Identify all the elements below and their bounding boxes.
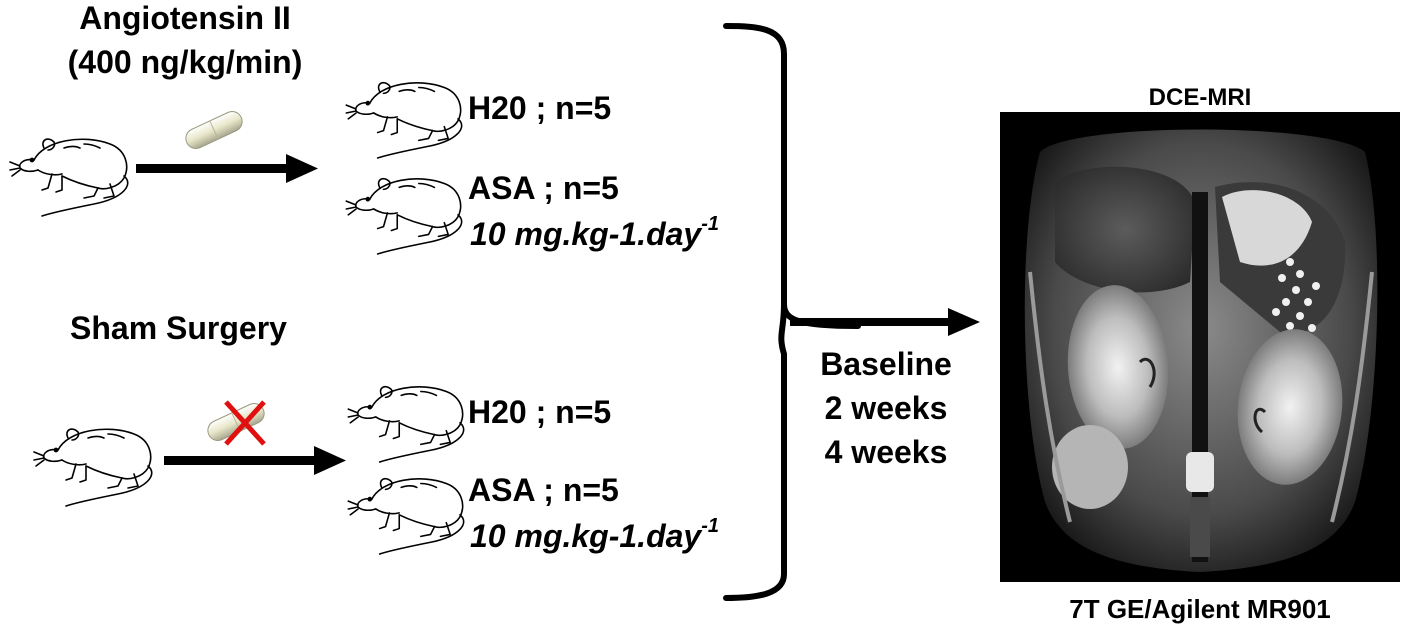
group-2-arm-2-label: ASA ; n=5 xyxy=(468,472,619,508)
group-2-title-line1: Sham Surgery xyxy=(70,310,287,346)
timepoint-2-weeks: 2 weeks xyxy=(824,390,948,426)
cross-icon xyxy=(224,400,266,446)
dose-exponent: -1 xyxy=(701,515,719,537)
rat-icon xyxy=(345,177,463,255)
group-2-arm-1-label: H20 ; n=5 xyxy=(468,394,612,430)
dose-text: 10 mg.kg-1.day xyxy=(470,216,702,252)
capsule-icon xyxy=(185,111,243,149)
mri-title: DCE-MRI xyxy=(1148,84,1252,111)
rat-icon xyxy=(345,81,463,159)
group-1-arrow xyxy=(136,154,318,183)
timepoints-list: Baseline 2 weeks 4 weeks xyxy=(796,348,976,468)
dose-text: 10 mg.kg-1.day xyxy=(470,518,702,554)
group-2-arrow xyxy=(164,446,346,475)
rat-icon xyxy=(347,385,465,463)
group-1-arm-1-label: H20 ; n=5 xyxy=(468,90,612,126)
timepoint-baseline: Baseline xyxy=(820,346,952,382)
group-1-arm-2-label: ASA ; n=5 xyxy=(468,170,619,206)
group-1-title: Angiotensin II (400 ng/kg/min) xyxy=(40,2,330,78)
group-2-arm-2-dose: 10 mg.kg-1.day-1 xyxy=(470,516,719,554)
group-1-arm-2-dose: 10 mg.kg-1.day-1 xyxy=(470,214,719,252)
dose-exponent: -1 xyxy=(701,213,719,235)
group-1-title-line2: (400 ng/kg/min) xyxy=(67,44,303,80)
group-2-title: Sham Surgery xyxy=(70,312,287,344)
rat-icon xyxy=(33,428,153,507)
mri-image xyxy=(1000,112,1400,582)
rat-icon xyxy=(347,477,465,555)
timepoint-arrow xyxy=(790,308,980,336)
timepoint-4-weeks: 4 weeks xyxy=(824,434,948,470)
mri-scanner-label: 7T GE/Agilent MR901 xyxy=(1069,594,1331,624)
group-1-title-line1: Angiotensin II xyxy=(79,0,291,36)
rat-icon xyxy=(9,138,129,217)
